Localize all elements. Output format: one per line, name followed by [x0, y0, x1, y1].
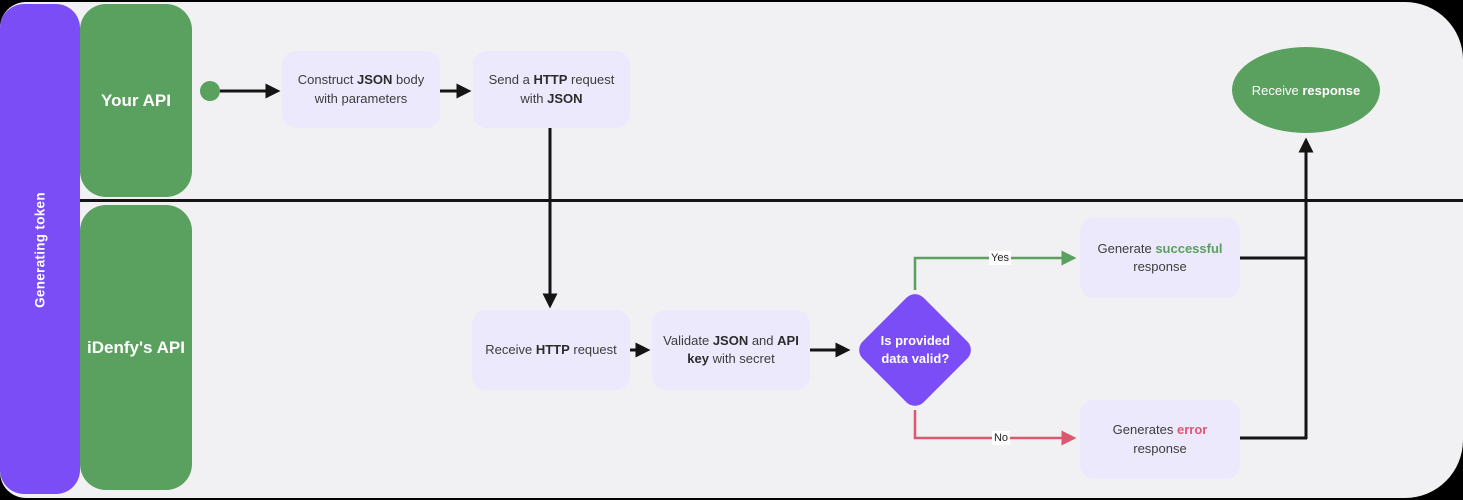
- swimlane-sidebar: Generating token: [0, 4, 80, 494]
- flow-box-send-http: Send a HTTP request with JSON: [473, 51, 630, 128]
- lane-header-your-api: Your API: [80, 4, 192, 197]
- text-segment: Send a: [488, 72, 534, 88]
- flow-box-text: Construct JSON body with parameters: [288, 71, 434, 107]
- text-segment: request with: [520, 72, 615, 106]
- decision-text: Is provided data valid?: [880, 333, 950, 366]
- text-segment: response: [1133, 259, 1187, 274]
- flow-box-text: Receive HTTP request: [485, 341, 617, 359]
- text-segment: Generates: [1112, 422, 1177, 438]
- flow-box-construct-json: Construct JSON body with parameters: [282, 51, 440, 128]
- flow-box-validate-json: Validate JSON and API key with secret: [652, 310, 810, 390]
- flow-box-text: Send a HTTP request with JSON: [479, 71, 624, 107]
- flow-box-text: Validate JSON and API key with secret: [658, 332, 804, 368]
- lane-divider-line: [80, 199, 1463, 202]
- text-segment-bold: response: [1302, 82, 1361, 98]
- lane-label: Your API: [101, 90, 171, 110]
- flow-box-receive-http: Receive HTTP request: [472, 310, 630, 390]
- text-segment-bold: API key: [687, 332, 799, 366]
- terminal-receive-response: Receive response: [1232, 47, 1380, 133]
- flow-box-text: Generate successful response: [1086, 240, 1234, 276]
- text-segment-success: successful: [1155, 240, 1223, 256]
- lane-label: iDenfy's API: [87, 337, 185, 357]
- text-segment: body with parameters: [314, 72, 425, 106]
- text-segment: with secret: [708, 351, 775, 366]
- text-segment-bold: JSON: [357, 72, 393, 88]
- start-node: [200, 81, 220, 101]
- flow-box-generate-successful: Generate successful response: [1080, 218, 1240, 298]
- text-segment: Validate: [663, 332, 713, 348]
- text-segment: Receive: [485, 341, 536, 357]
- text-segment: Generate: [1097, 240, 1156, 256]
- terminal-text: Receive response: [1252, 83, 1360, 98]
- edge-label-no: No: [991, 430, 1011, 446]
- text-segment-bold: JSON: [547, 90, 583, 106]
- text-segment: request: [569, 341, 617, 357]
- flow-box-text: Generates error response: [1086, 421, 1234, 457]
- text-segment: response: [1133, 440, 1187, 456]
- text-segment-bold: HTTP: [535, 341, 570, 357]
- text-segment-bold: JSON: [712, 332, 749, 348]
- text-segment: and: [748, 332, 778, 348]
- flow-box-generates-error: Generates error response: [1080, 400, 1240, 479]
- text-segment: Construct: [297, 72, 358, 88]
- sidebar-label: Generating token: [32, 192, 48, 308]
- lane-header-idenfy-api: iDenfy's API: [80, 205, 192, 490]
- text-segment-error: error: [1176, 422, 1208, 438]
- text-segment-bold: HTTP: [533, 72, 568, 88]
- decision-diamond-data-valid: Is provided data valid?: [854, 289, 976, 411]
- text-segment: Receive: [1251, 82, 1303, 98]
- edge-label-yes: Yes: [989, 250, 1011, 266]
